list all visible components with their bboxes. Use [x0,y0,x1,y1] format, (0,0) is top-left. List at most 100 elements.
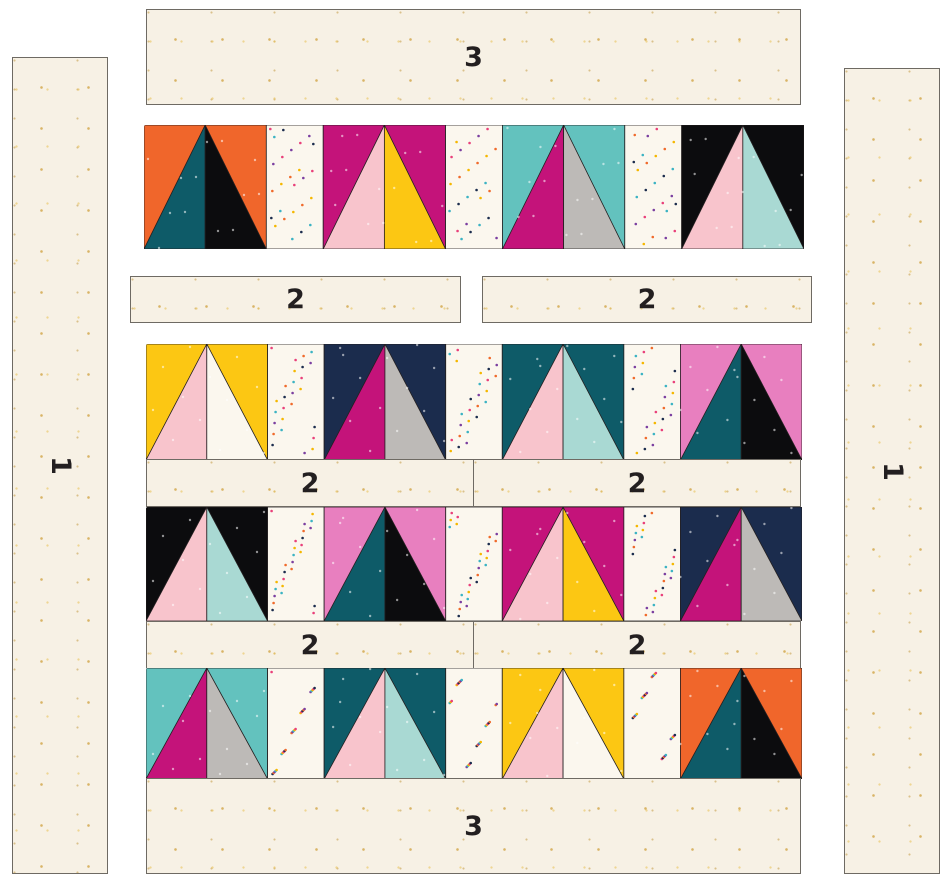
fabric-dot [406,387,408,389]
fabric-dot [715,227,717,229]
fabric-dot [206,141,208,143]
confetti-dot [313,687,316,690]
fabric-dot [696,605,698,607]
confetti-dot [465,605,468,608]
confetti-dot [282,578,285,581]
confetti-dot [310,520,313,523]
confetti-dot [635,196,638,199]
confetti-dot [646,607,649,610]
confetti-dot [294,359,297,362]
confetti-dot [632,553,635,556]
confetti-dot [643,216,646,219]
fabric-dot [419,151,421,153]
confetti-dot [655,128,658,131]
fabric-dot [519,618,521,620]
fabric-dot [539,365,541,367]
fabric-dot [172,439,174,441]
confetti-dot [674,370,677,373]
confetti-dot [301,366,304,369]
spacer-strip [446,125,503,249]
confetti-dot [465,223,468,226]
fabric-dot [416,673,418,675]
triangle-block [682,125,804,249]
fabric-dot [339,701,341,703]
block-row-1 [144,125,804,249]
fabric-dot [332,397,334,399]
spacer-background [446,125,503,249]
block-row-4 [146,668,802,779]
spacer-strip [268,507,325,621]
confetti-dot [494,375,497,378]
fabric-dot [378,188,380,190]
fabric-dot [342,517,344,519]
confetti-dot [488,357,491,360]
fabric-dot [539,146,541,148]
confetti-dot [275,769,278,772]
fabric-dot [773,429,775,431]
confetti-dot [458,435,461,438]
fabric-dot [780,552,782,554]
confetti-dot [487,368,490,371]
fabric-dot [736,539,738,541]
confetti-dot [272,433,275,436]
fabric-dot [789,209,791,211]
fabric-dot [613,355,615,357]
confetti-dot [645,162,648,165]
fabric-dot [359,716,361,718]
fabric-dot [433,367,435,369]
confetti-dot [479,741,482,744]
confetti-dot [672,392,675,395]
confetti-dot [674,203,677,206]
confetti-dot [467,169,470,172]
confetti-dot [283,571,286,574]
fabric-dot [406,721,408,723]
spacer-strip [268,344,325,460]
confetti-dot [448,353,451,356]
confetti-dot [449,450,452,453]
strip-label: 3 [464,813,483,840]
confetti-dot [292,381,295,384]
fabric-dot [529,737,531,739]
fabric-dot [773,753,775,755]
fabric-dot [733,723,735,725]
confetti-dot [310,197,313,200]
confetti-dot [298,169,301,172]
fabric-dot [519,451,521,453]
fabric-dot [565,234,567,236]
fabric-dot [416,509,418,511]
confetti-dot [274,588,277,591]
confetti-dot [495,533,498,536]
fabric-dot [566,679,568,681]
confetti-dot [485,557,488,560]
fabric-dot [172,768,174,770]
fabric-dot [349,591,351,593]
fabric-dot [195,176,197,178]
confetti-dot [651,236,654,239]
confetti-dot [279,210,282,213]
fabric-dot [704,138,706,140]
fabric-dot [330,170,332,172]
confetti-dot [468,409,471,412]
fabric-dot [773,592,775,594]
confetti-dot [671,403,674,406]
fabric-dot [379,731,381,733]
fabric-dot [199,758,201,760]
fabric-dot [246,763,248,765]
confetti-dot [460,413,463,416]
fabric-dot [182,559,184,561]
fabric-dot [246,429,248,431]
confetti-dot [485,155,488,158]
fabric-dot [679,576,681,578]
confetti-dot [300,544,303,547]
confetti-dot [642,529,645,532]
fabric-dot [430,240,432,242]
fabric-dot [693,173,695,175]
fabric-dot [716,515,718,517]
confetti-dot [662,418,665,421]
block-row-svg [144,125,804,249]
confetti-dot [458,608,461,611]
sashing-1-right-strip: 2 [473,459,801,507]
fabric-dot [369,450,371,452]
confetti-dot [280,429,283,432]
triangle-block [323,125,445,249]
